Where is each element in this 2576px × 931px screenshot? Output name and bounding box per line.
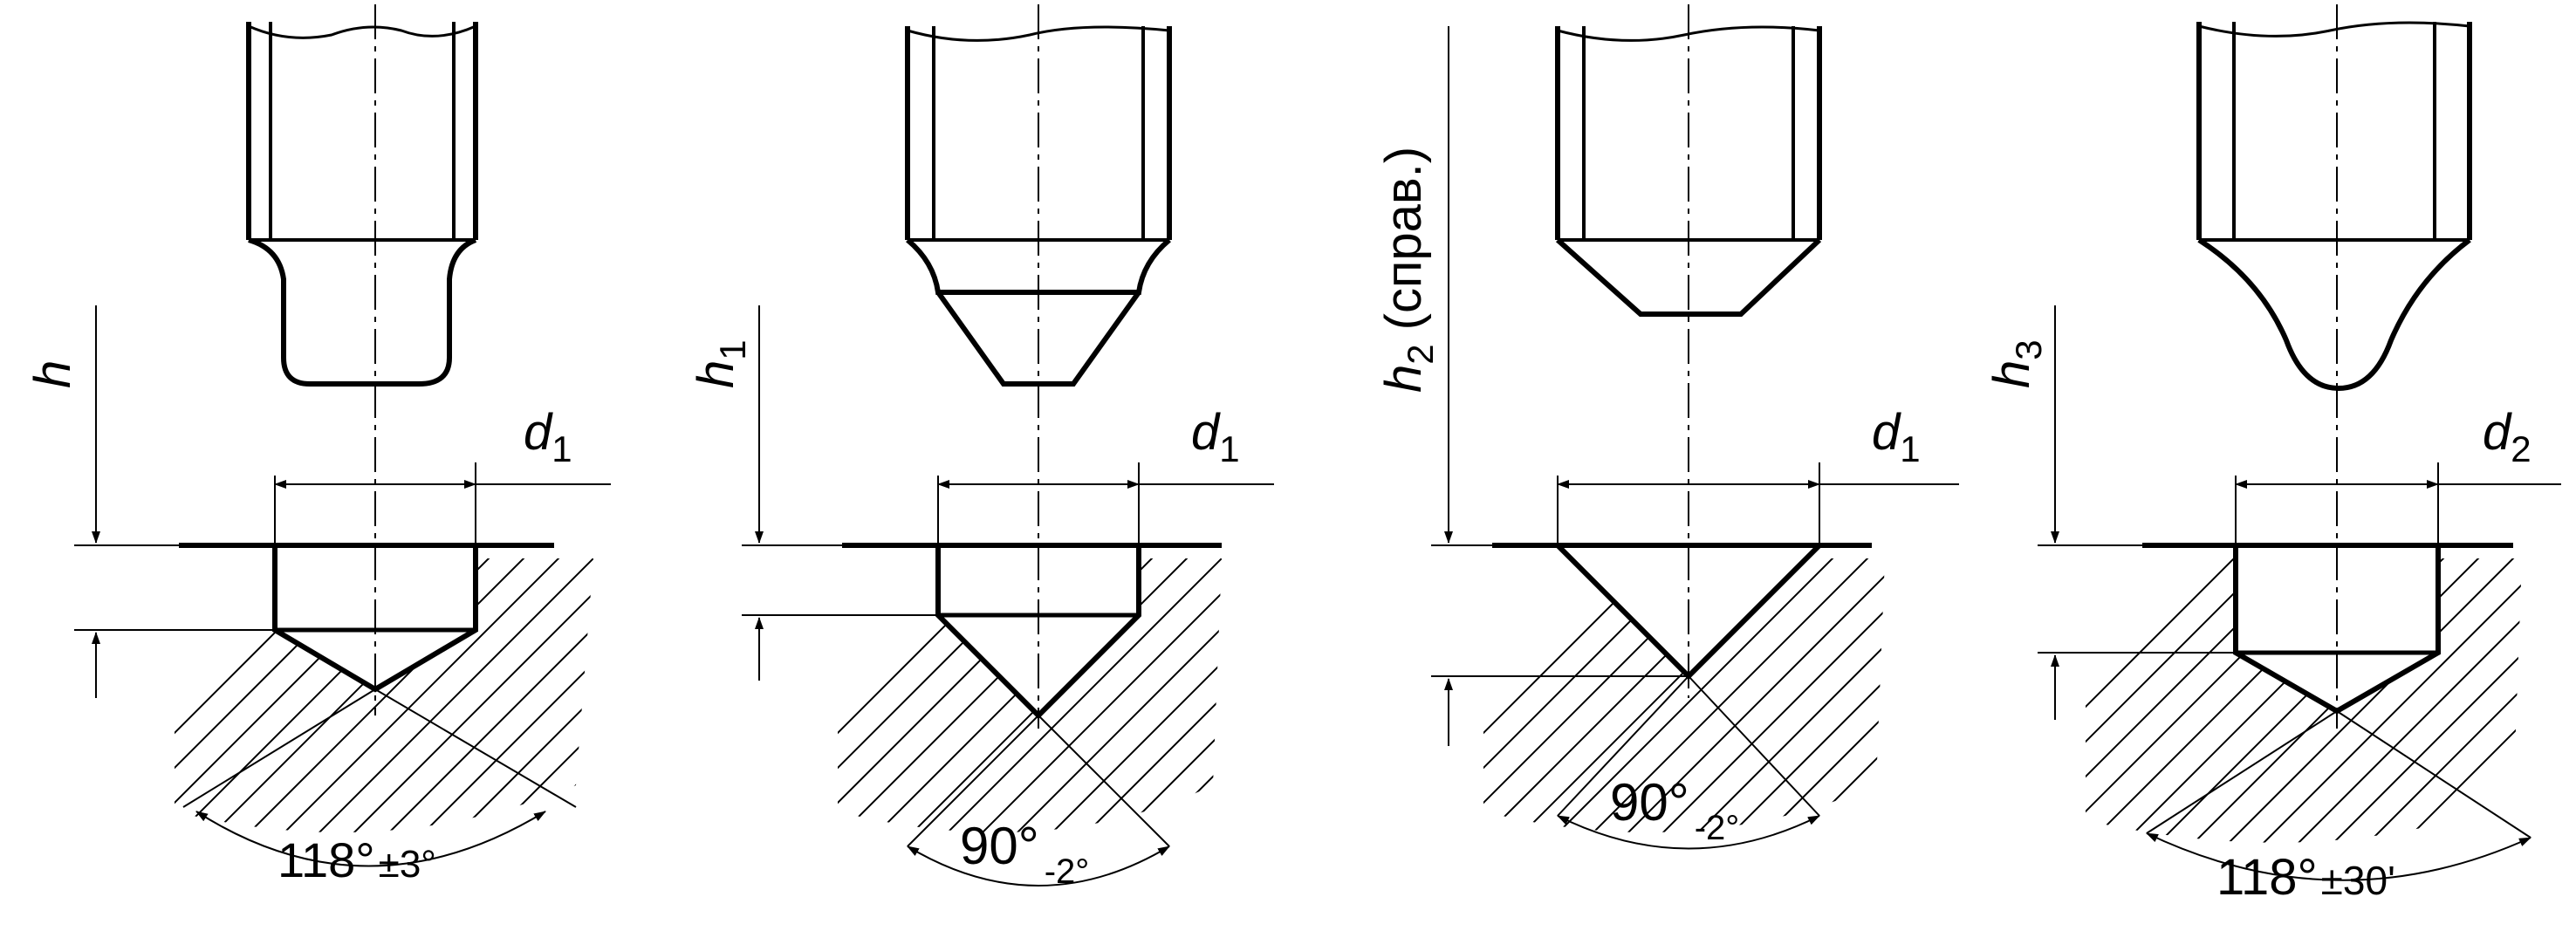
view-2: h1 d1 90°-2°: [688, 4, 1274, 891]
tool-1: [246, 22, 478, 387]
angle-label-4: 118°±30': [2216, 849, 2395, 906]
diameter-label-1: d1: [524, 404, 572, 469]
view-1: h d1 118°±3°: [24, 4, 611, 887]
view-4: h3 d2 118°±30': [1983, 4, 2561, 906]
hatching-2: [838, 558, 1222, 832]
tool-4: [2196, 21, 2472, 392]
angle-label-3: 90°-2°: [1610, 773, 1739, 847]
dim-lines-3: [1431, 26, 1959, 850]
diameter-label-4: d2: [2483, 404, 2531, 469]
hatching-1: [175, 558, 593, 832]
depth-label-1: h: [24, 360, 81, 388]
hatching-4: [2086, 558, 2522, 843]
dim-lines-1: [74, 305, 611, 867]
view-3: h2(справ.) d1 90°-2°: [1375, 4, 1959, 850]
angle-label-2: 90°-2°: [960, 817, 1089, 891]
depth-label-3: h2(справ.): [1375, 147, 1441, 393]
diameter-label-2: d1: [1191, 404, 1240, 469]
dim-lines-4: [2038, 305, 2561, 881]
diameter-label-3: d1: [1872, 404, 1921, 469]
dim-lines-2: [742, 305, 1274, 887]
angle-label-1: 118°±3°: [277, 832, 436, 887]
depth-label-4: h3: [1983, 339, 2049, 388]
depth-label-2: h1: [688, 339, 753, 388]
tool-3: [1555, 25, 1822, 317]
